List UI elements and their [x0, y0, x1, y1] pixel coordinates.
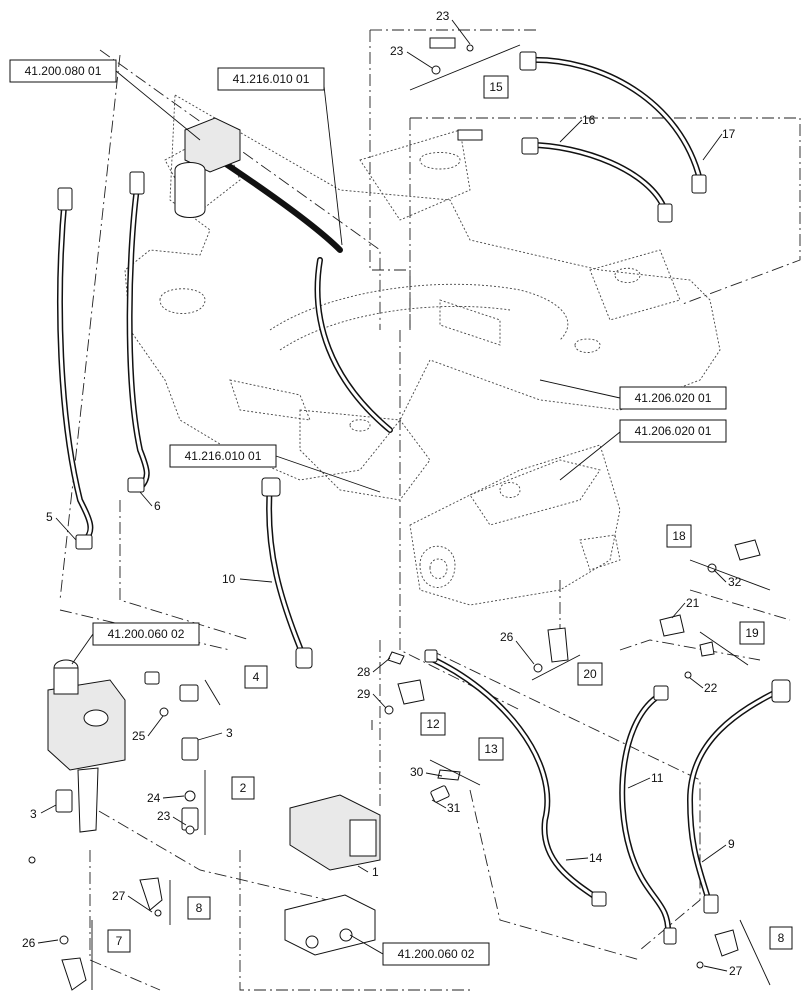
callout-27a: 27: [112, 889, 126, 903]
callout-3a: 3: [226, 726, 233, 740]
callout-27b: 27: [729, 964, 743, 978]
fittings: [55, 37, 791, 991]
callout-24: 24: [147, 791, 161, 805]
callout-31: 31: [447, 801, 461, 815]
callout-4: 4: [253, 670, 260, 684]
ref-box-41-216-010-01-top[interactable]: 41.216.010 01: [217, 67, 343, 246]
reference-boxes[interactable]: 41.200.080 01 41.216.010 01 41.206.020 0…: [9, 59, 727, 966]
hydraulic-motor: [409, 444, 621, 606]
callout-26b: 26: [500, 630, 514, 644]
ref-label: 41.200.060 02: [398, 947, 475, 961]
callout-28: 28: [357, 665, 371, 679]
callout-12: 12: [426, 717, 440, 731]
callout-17: 17: [722, 127, 736, 141]
ref-box-41-216-010-01-mid[interactable]: 41.216.010 01: [169, 444, 381, 493]
callout-22: 22: [704, 681, 718, 695]
ref-label: 41.216.010 01: [185, 449, 262, 463]
callout-1: 1: [372, 865, 379, 879]
callout-8b: 8: [778, 931, 785, 945]
ref-box-41-206-020-01-b[interactable]: 41.206.020 01: [559, 419, 727, 481]
callout-7: 7: [116, 934, 123, 948]
callout-2: 2: [240, 781, 247, 795]
callout-23a: 23: [436, 9, 450, 23]
ref-label: 41.200.080 01: [25, 64, 102, 78]
ref-label: 41.200.060 02: [108, 627, 185, 641]
ref-label: 41.206.020 01: [635, 424, 712, 438]
callout-3b: 3: [30, 807, 37, 821]
ref-box-41-200-060-02-left[interactable]: 41.200.060 02: [71, 622, 200, 665]
callout-21: 21: [686, 596, 700, 610]
hoses: [57, 56, 783, 938]
callout-13: 13: [484, 742, 498, 756]
callout-29: 29: [357, 687, 371, 701]
callout-16: 16: [582, 113, 596, 127]
ref-box-41-200-080-01[interactable]: 41.200.080 01: [9, 59, 201, 141]
ref-box-41-200-060-02-bottom[interactable]: 41.200.060 02: [349, 934, 490, 966]
callout-9: 9: [728, 837, 735, 851]
valve-blocks: [28, 117, 381, 956]
callout-6: 6: [154, 499, 161, 513]
ref-label: 41.206.020 01: [635, 391, 712, 405]
callout-25: 25: [132, 729, 146, 743]
ref-label: 41.216.010 01: [233, 72, 310, 86]
callout-14: 14: [589, 851, 603, 865]
callout-32: 32: [728, 575, 742, 589]
callout-11: 11: [651, 771, 664, 785]
assembly-phantom-lines: [59, 29, 801, 991]
callout-10: 10: [222, 572, 236, 586]
callout-5: 5: [46, 510, 53, 524]
callout-30: 30: [410, 765, 424, 779]
callout-26a: 26: [22, 936, 36, 950]
ref-box-41-206-020-01-a[interactable]: 41.206.020 01: [539, 379, 727, 410]
callout-19: 19: [745, 626, 759, 640]
callout-20: 20: [583, 667, 597, 681]
callout-18: 18: [672, 529, 686, 543]
callouts: 1 2 3 3 4 5 6 7 8 8 9 10 11 12 1: [22, 9, 793, 990]
callout-15: 15: [489, 80, 503, 94]
callout-8a: 8: [196, 901, 203, 915]
callout-23b: 23: [390, 44, 404, 58]
callout-23c: 23: [157, 809, 171, 823]
